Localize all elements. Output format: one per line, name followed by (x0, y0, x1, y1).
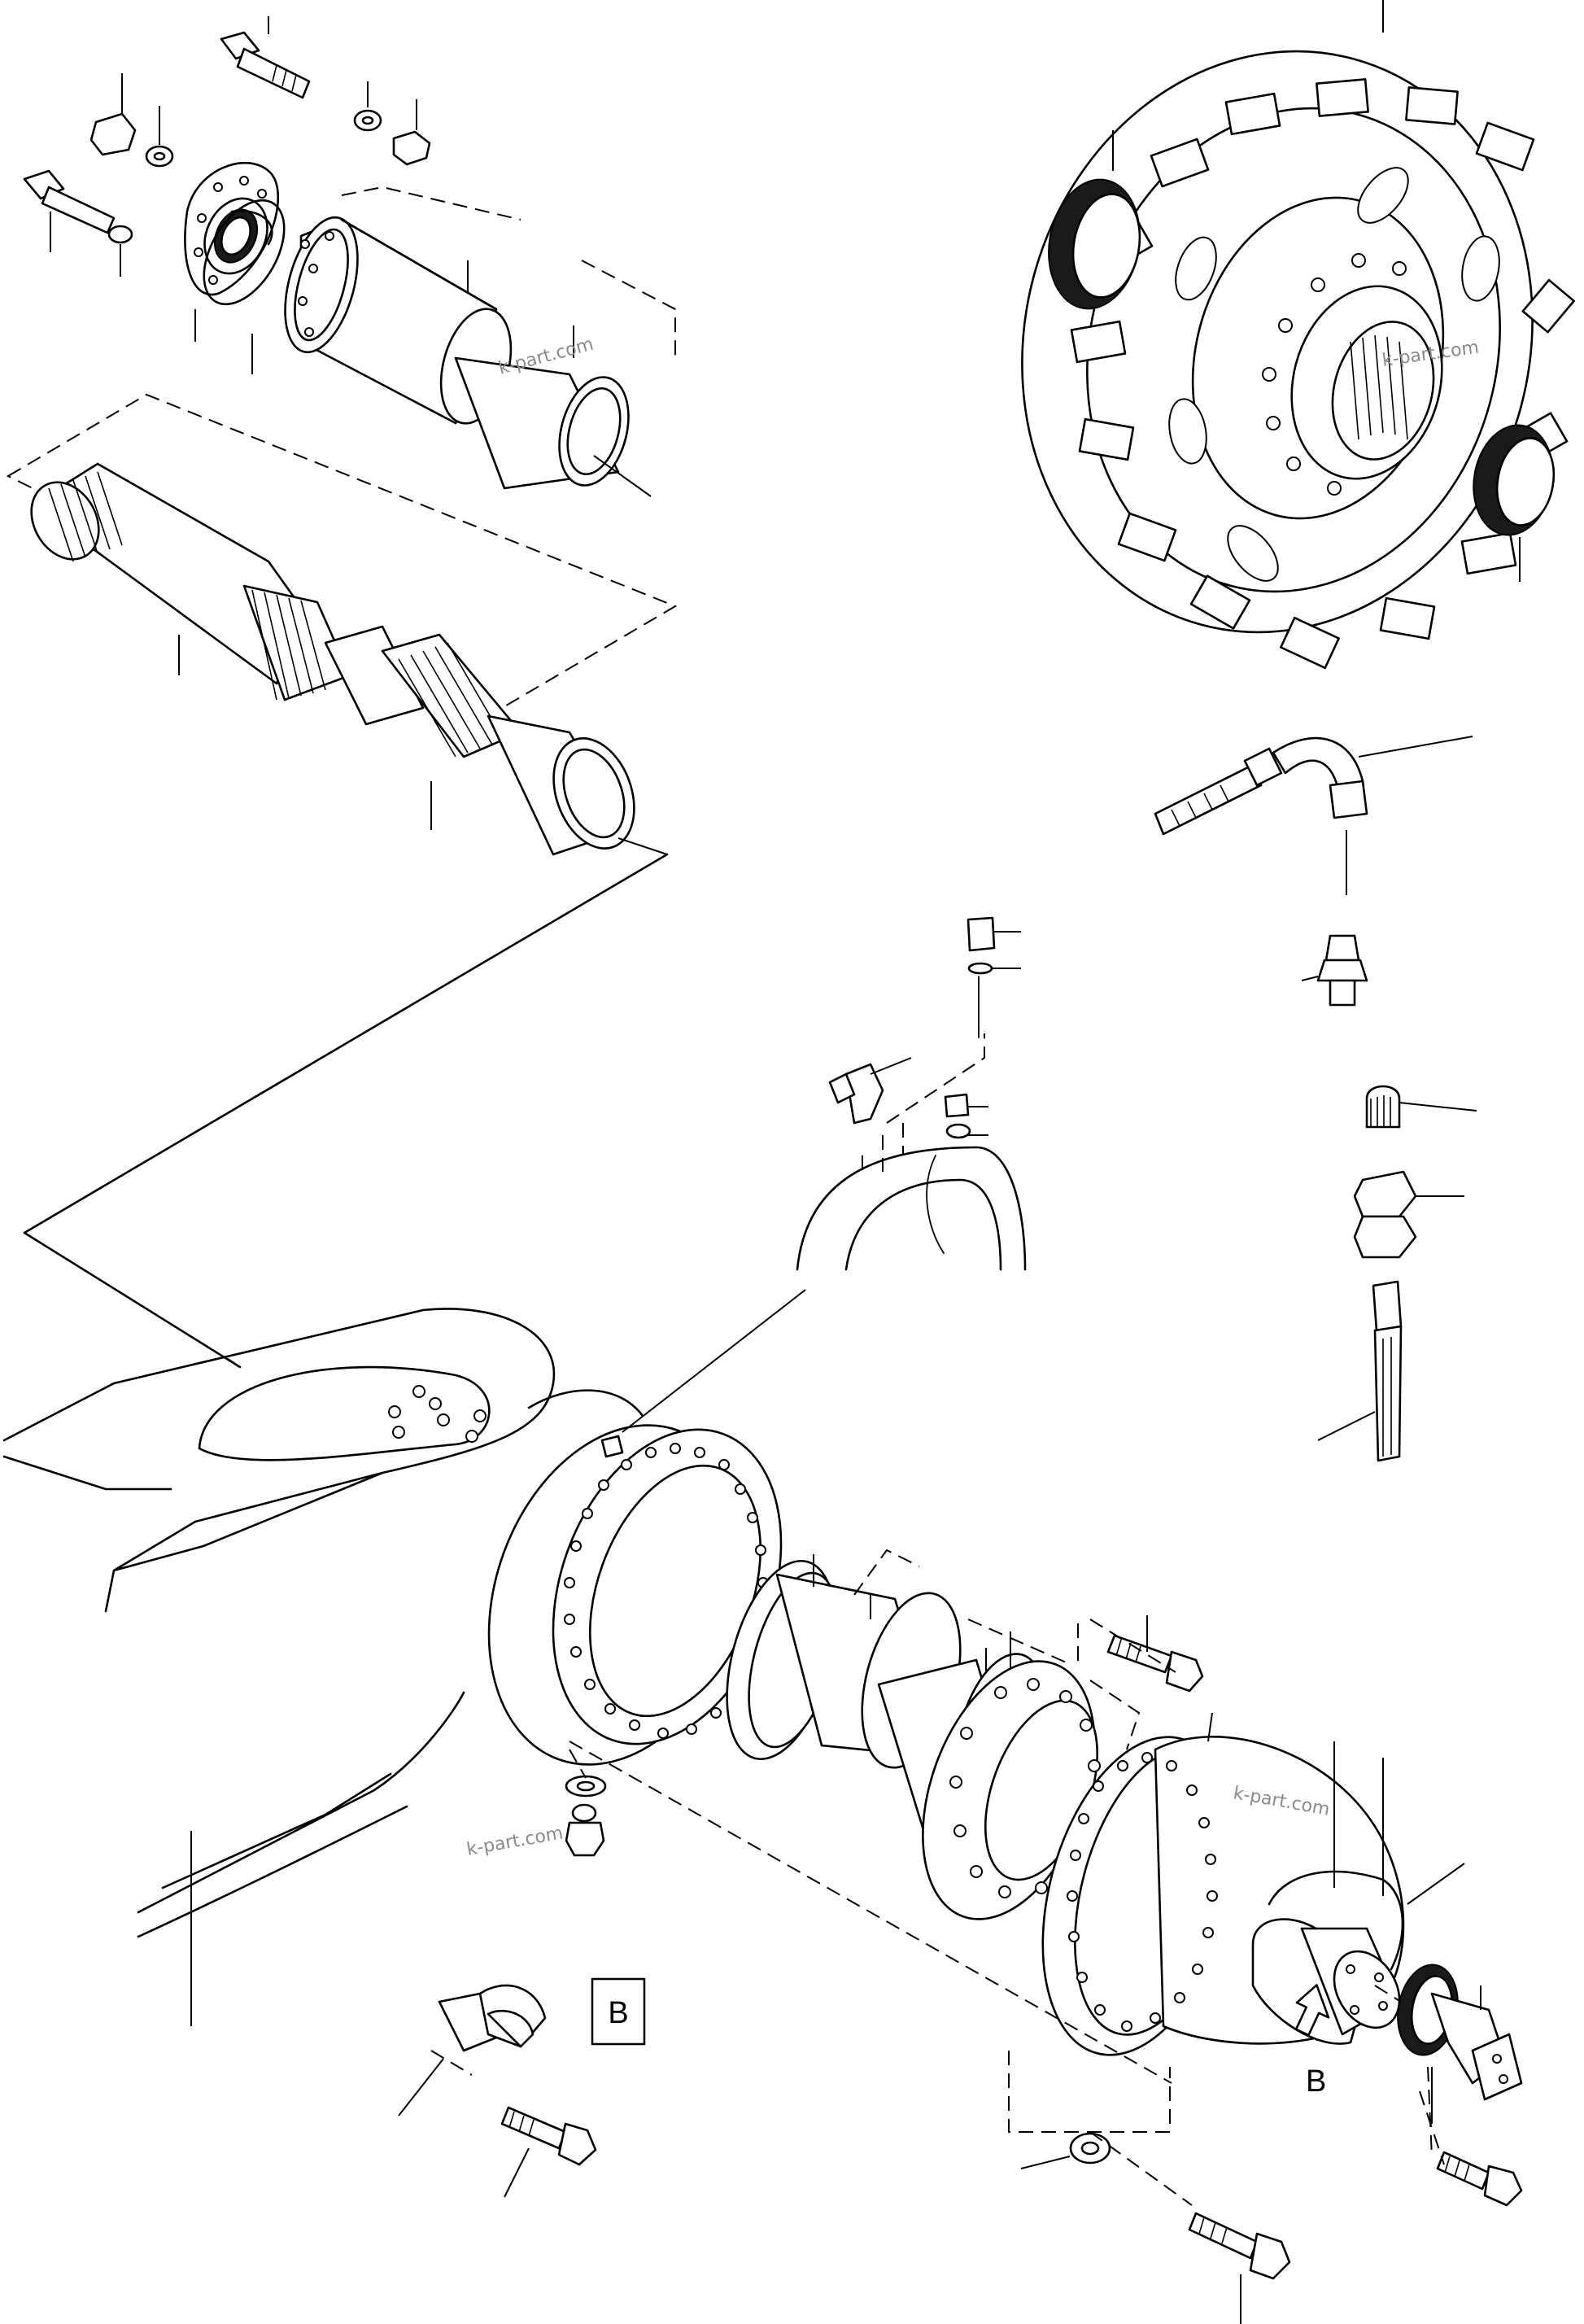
track-frame-bracket (2, 1308, 644, 2026)
middle-fittings (796, 916, 1027, 1271)
view-box-label: B (608, 1996, 628, 2030)
top-bolt-assembly (220, 16, 431, 166)
sprocket-wheel (1021, 0, 1575, 670)
coupling-yoke (1397, 1964, 1523, 2124)
dash-guide-2 (581, 260, 676, 358)
left-seal-ring (1048, 130, 1141, 310)
watermark-3: k-part.com (465, 1823, 565, 1859)
hub-sleeve (284, 216, 630, 490)
splined-shaft (6, 393, 678, 856)
hex-adapter (1353, 1170, 1464, 1259)
bearing-flange (184, 162, 286, 374)
leader-line (593, 455, 652, 497)
large-bolt-top (853, 1549, 1204, 1750)
left-small-bolts (23, 73, 174, 277)
nipple-fitting (1301, 934, 1368, 1007)
bearing-housing-ring (487, 1289, 806, 1766)
grease-hose (1154, 736, 1473, 895)
grease-cap (1365, 1085, 1477, 1129)
view-b-box: B (591, 1977, 646, 2046)
view-b-arrow: B (1294, 1984, 1330, 2099)
connector-line-2 (23, 1231, 242, 1369)
bottom-bolt-washer (1008, 2051, 1291, 2324)
housing-nut-washer (565, 1749, 607, 1857)
dash-guide-1 (341, 186, 521, 221)
grease-tube (1317, 1280, 1403, 1462)
motor-output-shaft (1251, 1918, 1441, 2045)
guard-bracket (398, 1984, 597, 2198)
connector-line-1 (23, 853, 669, 1234)
right-seal-ring (1473, 424, 1556, 582)
dash-guide-main (569, 1741, 1172, 2084)
bottom-right-bolt (1419, 2066, 1523, 2207)
view-arrow-label: B (1306, 2064, 1326, 2099)
